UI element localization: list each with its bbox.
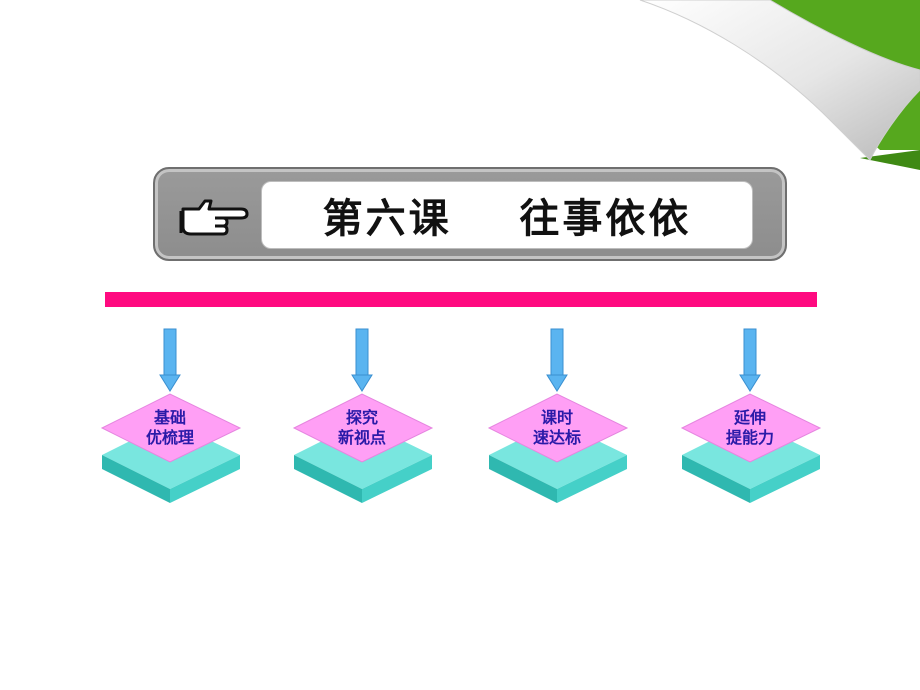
down-arrow-icon bbox=[159, 328, 181, 392]
node-label: 探究新视点 bbox=[337, 408, 386, 447]
down-arrow-icon bbox=[739, 328, 761, 392]
node-basic-review[interactable]: 基础优梳理 bbox=[100, 325, 260, 510]
divider-line bbox=[105, 292, 817, 307]
title-label-box: 第六课 往事依依 bbox=[261, 181, 753, 249]
node-label: 延伸提能力 bbox=[725, 408, 774, 447]
node-lesson-practice[interactable]: 课时速达标 bbox=[487, 325, 647, 510]
node-extend-ability[interactable]: 延伸提能力 bbox=[680, 325, 840, 510]
lesson-title: 第六课 往事依依 bbox=[322, 196, 692, 242]
node-explore-view[interactable]: 探究新视点 bbox=[292, 325, 452, 510]
node-label: 基础优梳理 bbox=[145, 408, 194, 447]
lesson-title-bar: 第六课 往事依依 bbox=[153, 167, 787, 261]
down-arrow-icon bbox=[546, 328, 568, 392]
pointing-hand-icon bbox=[179, 199, 249, 236]
down-arrow-icon bbox=[351, 328, 373, 392]
node-label: 课时速达标 bbox=[532, 408, 581, 447]
